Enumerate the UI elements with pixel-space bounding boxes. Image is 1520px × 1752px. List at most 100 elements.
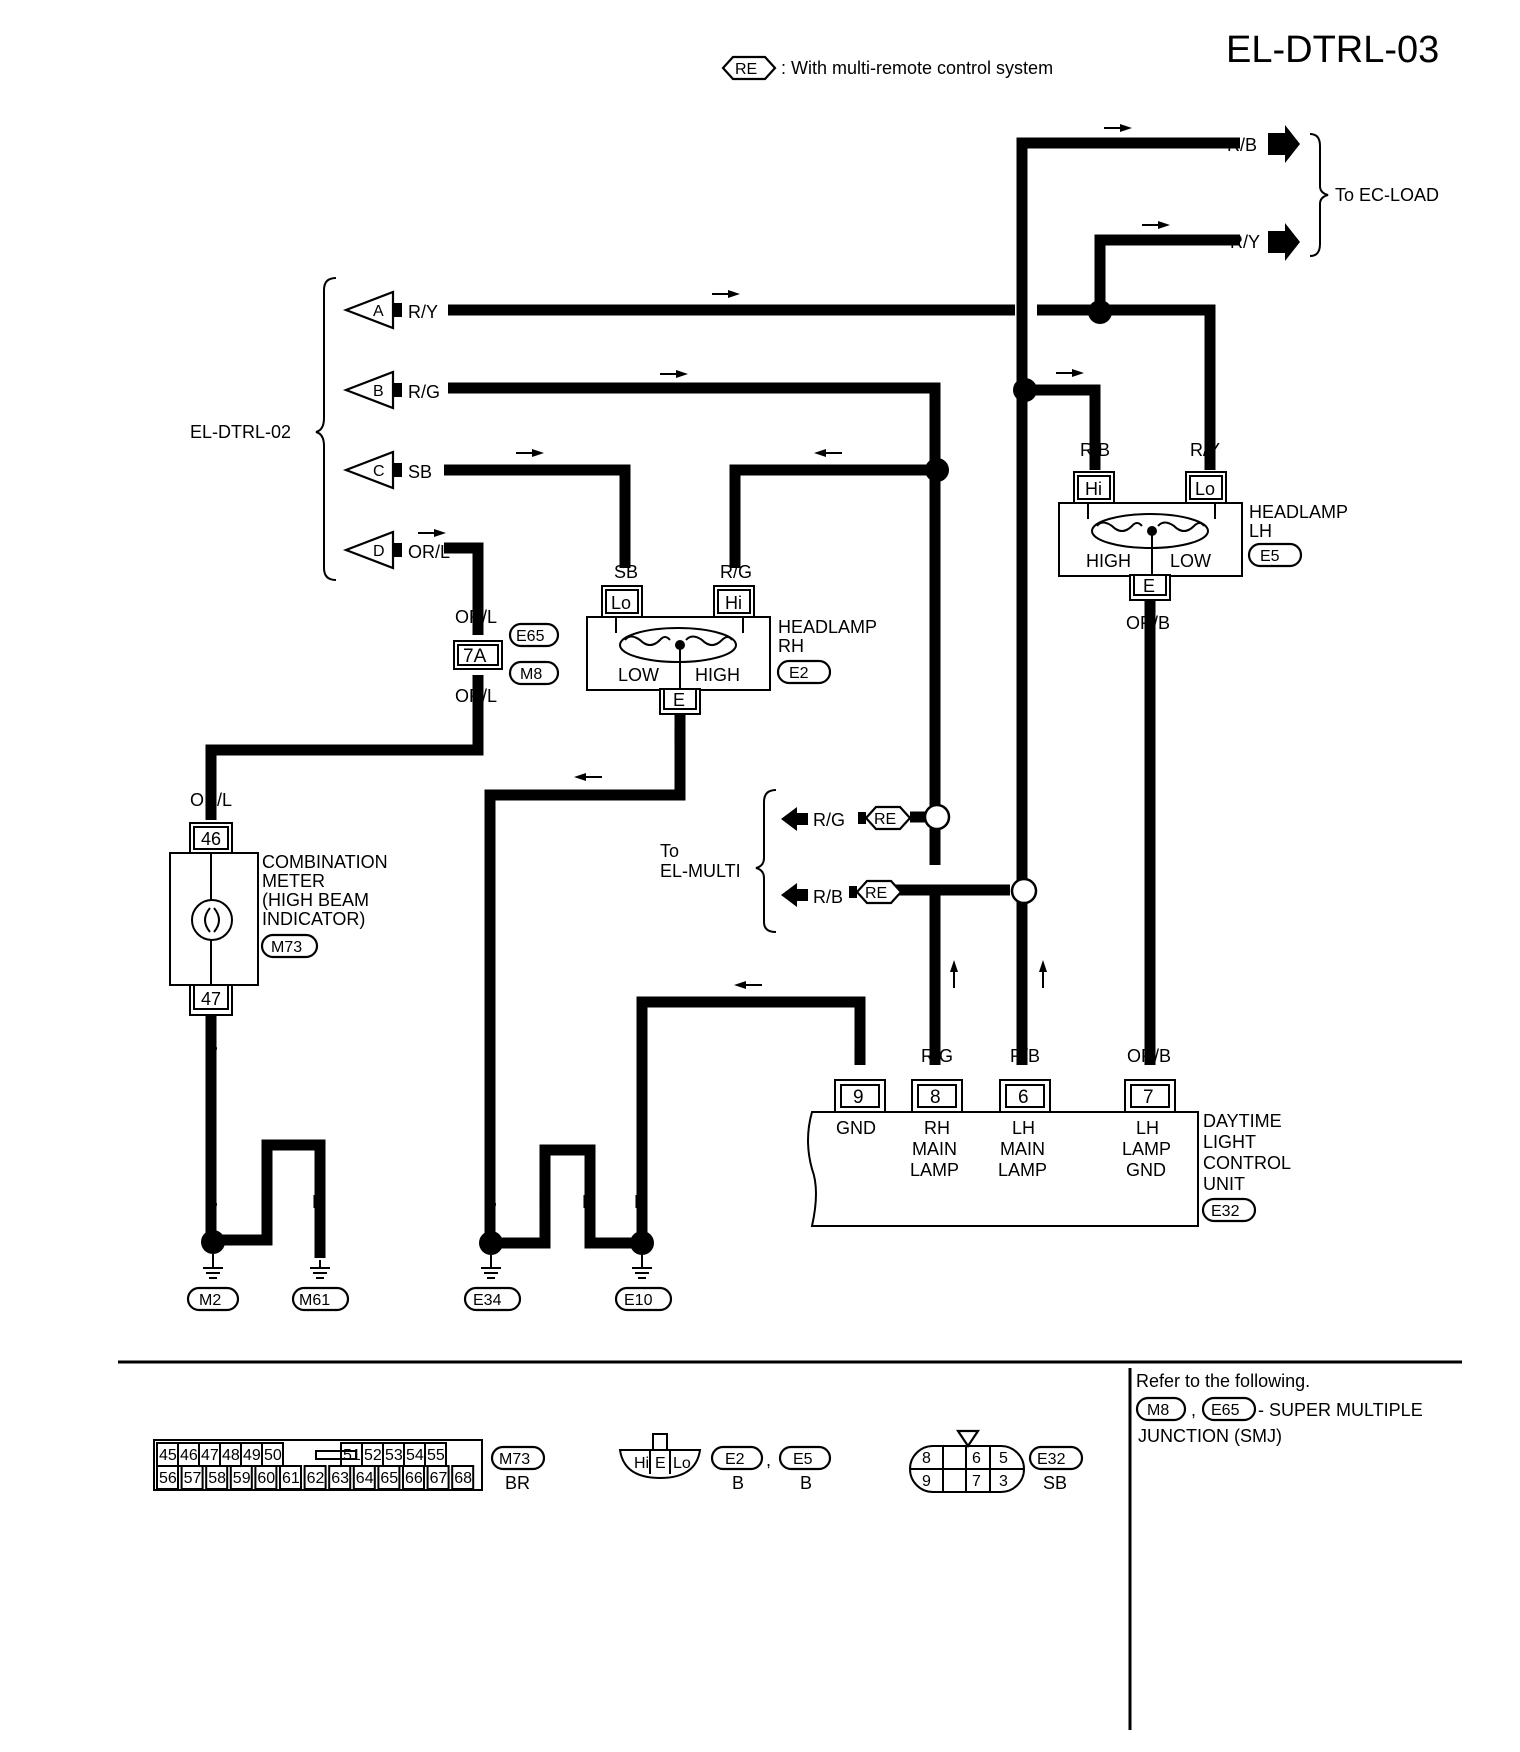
- dtrl-name-4: UNIT: [1203, 1174, 1245, 1194]
- smj-terminal: 7A: [463, 646, 487, 667]
- ec-load-wire-ry: R/Y: [1230, 232, 1260, 252]
- arrow-right-icon: [1056, 369, 1084, 377]
- dtrl-label-lh-lamp-2: LAMP: [1122, 1139, 1171, 1159]
- headlamp-lh-common-dot: [1147, 526, 1157, 536]
- m73-pin-62: 62: [307, 1470, 325, 1487]
- ground-m61: M61: [291, 1260, 350, 1312]
- m73-cell: [451, 1465, 475, 1490]
- connector-b-wire: R/G: [408, 382, 440, 402]
- meter-name-3: (HIGH BEAM: [262, 890, 369, 910]
- smj-wire-out: OR/L: [455, 686, 497, 706]
- m73-key-slot: [315, 1450, 357, 1460]
- ec-load-label: To EC-LOAD: [1335, 185, 1439, 205]
- meter-pin-46-label: 46: [201, 829, 221, 849]
- dtrl-pin-9-inner: [840, 1084, 880, 1108]
- headlamp-rh[interactable]: SB R/G Lo Hi LOW HIGH E B HEADLAMP RH E2: [586, 562, 877, 746]
- connector-a-stub: [392, 303, 402, 317]
- headlamp-lh-pin-lo-label: Lo: [1195, 479, 1215, 499]
- headlamp-lh-pin-e-inner: [1133, 574, 1167, 596]
- ec-load-arrow-rb-icon: [1268, 125, 1300, 163]
- dtrl-pin-6-inner: [1005, 1084, 1045, 1108]
- connector-d[interactable]: D OR/L: [342, 530, 450, 570]
- smj-connector[interactable]: OR/L 7A OR/L E65 M8: [453, 607, 560, 706]
- m73-pin-50: 50: [264, 1447, 282, 1464]
- e32-view-grid: [910, 1446, 1024, 1492]
- ground-e34-tag-shape: [463, 1286, 522, 1312]
- el-multi-stub-rb: [849, 886, 857, 898]
- connector-a-wire: R/Y: [408, 302, 438, 322]
- connector-a-letter: A: [373, 303, 384, 320]
- headlamp-rh-high: HIGH: [695, 665, 740, 685]
- ground-wire-label: B: [582, 1192, 594, 1212]
- wire-b-rg: [448, 382, 941, 865]
- connector-c-stub: [392, 463, 402, 477]
- headlamp-lh-body: [1058, 502, 1243, 577]
- meter-wire-in: OR/L: [190, 790, 232, 810]
- wire-rg-to-rh-hi: [729, 464, 935, 568]
- e32-view-pin-6: 6: [972, 1450, 981, 1467]
- m73-pin-64: 64: [356, 1470, 374, 1487]
- headlamp-lh-pin-hi-label: Hi: [1085, 479, 1102, 499]
- headlamp-rh-wire-hi: R/G: [720, 562, 752, 582]
- dtrl-unit[interactable]: B R/G R/B OR/B 9 8 6 7 GND RH MAIN LAMP …: [807, 1046, 1291, 1227]
- ground-e10-label: E10: [624, 1292, 653, 1309]
- m73-pin-60: 60: [257, 1470, 275, 1487]
- high-beam-indicator-icon: [191, 899, 233, 941]
- headlamp-lh-high: HIGH: [1086, 551, 1131, 571]
- meter-name-4: INDICATOR): [262, 909, 365, 929]
- combination-meter[interactable]: OR/L 46 47 B COMBINATION METER (HIGH BEA…: [169, 790, 388, 1056]
- arrow-right-icon: [1142, 221, 1170, 229]
- connector-a[interactable]: A R/Y: [342, 290, 438, 330]
- headlamp-lh[interactable]: R/B R/Y Hi Lo HIGH LOW E OR/B HEADLAMP L…: [1058, 440, 1348, 633]
- wire-rb-to-lh-hi: [1022, 384, 1101, 470]
- dtrl-label-lh-lamp: LAMP: [998, 1160, 1047, 1180]
- headlamp-lh-internal-wires: [1087, 503, 1216, 576]
- ground-icon: [481, 1255, 501, 1279]
- headlamp-rh-name: HEADLAMP: [778, 617, 877, 637]
- arrow-left-icon: [734, 981, 762, 989]
- el-multi-re-tag-rb: RE: [865, 885, 887, 902]
- m73-view-color: BR: [505, 1473, 530, 1493]
- splice-rb-open: [1010, 877, 1038, 905]
- ec-load-brace: [1309, 133, 1329, 257]
- headlamp-rh-name-2: RH: [778, 636, 804, 656]
- el-multi-arrow-rb-icon: [781, 883, 808, 907]
- meter-name-1: COMBINATION: [262, 852, 388, 872]
- smj-tag-m8: M8: [520, 666, 542, 683]
- wire-rh-ground: [484, 708, 686, 1249]
- m73-pin-66: 66: [405, 1470, 423, 1487]
- headlamp-rh-connector: E2: [789, 665, 809, 682]
- ec-load-group: R/B R/Y To EC-LOAD: [1227, 125, 1439, 261]
- dtrl-connector: E32: [1211, 1203, 1240, 1220]
- m73-pin-55: 55: [427, 1447, 445, 1464]
- reference-tag-m8-shape: [1135, 1396, 1187, 1422]
- headlamp-rh-pin-lo-inner: [605, 589, 639, 614]
- headlamp-lh-name-2: LH: [1249, 521, 1272, 541]
- el-multi-label: EL-MULTI: [660, 861, 741, 881]
- el-multi-arrow-rg-icon: [781, 807, 808, 831]
- headlamp-rh-filament-icon: [624, 635, 733, 646]
- reference-tag-e65-shape: [1201, 1396, 1257, 1422]
- e32-view-pin-9: 9: [922, 1473, 931, 1490]
- arrow-up-icon: [950, 960, 958, 988]
- headlamp-view-dividers: [649, 1450, 671, 1474]
- m73-pin-45: 45: [159, 1447, 177, 1464]
- meter-tag-shape: [260, 933, 319, 959]
- wire-unit-gnd: [636, 996, 866, 1243]
- headlamp-view-pin-e: E: [655, 1455, 666, 1472]
- left-ref-label: EL-DTRL-02: [190, 422, 291, 442]
- ground-splice-dot: [630, 1231, 654, 1255]
- connector-b[interactable]: B R/G: [342, 370, 440, 410]
- meter-pin-46-inner: [193, 826, 229, 850]
- smj-terminal-inner: [457, 644, 499, 666]
- m73-pin-51: 51: [343, 1447, 361, 1464]
- wire-meter-ground: [205, 1005, 326, 1258]
- legend: RE : With multi-remote control system: [721, 55, 1053, 81]
- connector-c[interactable]: C SB: [342, 450, 432, 490]
- headlamp-view-color-e5: B: [800, 1473, 812, 1493]
- ground-m61-label: M61: [299, 1292, 330, 1309]
- reference-line-3: JUNCTION (SMJ): [1138, 1426, 1282, 1446]
- m73-pin-59: 59: [233, 1470, 251, 1487]
- arrow-right-icon: [660, 370, 688, 378]
